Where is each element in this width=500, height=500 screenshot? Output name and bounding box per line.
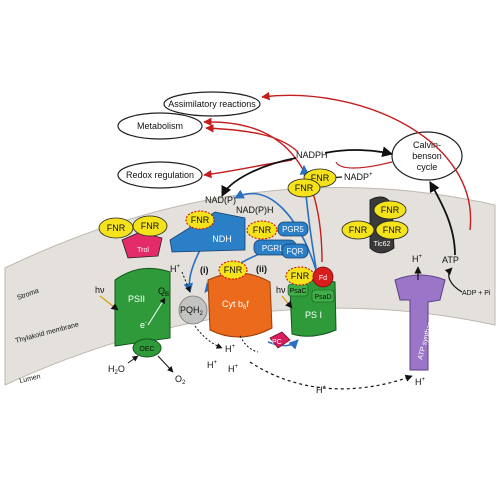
fnr-tic62-2 <box>341 220 375 240</box>
redox-text: Redox regulation <box>126 170 194 180</box>
fnr-pgr5-text: FNR <box>253 225 272 235</box>
hv-psi-arrow <box>281 295 293 309</box>
redox-bubble <box>117 161 203 189</box>
pc-protein <box>269 331 291 349</box>
hv-psii-arrow <box>99 295 119 311</box>
h-lumen-1: H+ <box>225 344 236 354</box>
lumen-label: Lumen <box>19 373 42 385</box>
nadp-p-plus-label: NAD(P)+ <box>205 195 240 205</box>
arrow-nadph-calvin <box>324 146 394 158</box>
water-arrow <box>127 355 139 364</box>
metabolism-bubble <box>117 112 203 140</box>
fnr-cyt <box>218 260 248 280</box>
psi-text: PS I <box>305 310 322 320</box>
calvin-text-1: Calvin- <box>413 140 441 150</box>
fnr-tic62-1-text: FNR <box>381 205 400 215</box>
qb-label: QB <box>158 286 169 298</box>
fnr-trol-right <box>132 215 168 237</box>
arrow-red-assimilatory <box>261 91 472 231</box>
arrow-blue-fd-nadph <box>299 165 317 269</box>
cyclic-i-label: (i) <box>200 265 209 275</box>
nadp-plus-label: NADP+ <box>344 172 373 182</box>
hv-psii: hν <box>95 285 105 295</box>
h-pqh2-top: H+ <box>170 264 181 274</box>
psad-text: PsaD <box>314 294 331 301</box>
fnr-trol-left-text: FNR <box>107 223 126 233</box>
h-lumen-4: H+ <box>316 385 327 395</box>
pqh2-text: PQH2 <box>180 305 204 317</box>
adp-atp-arrow <box>444 267 463 293</box>
fnr-tic62-1 <box>373 200 407 220</box>
h-atp-top: H+ <box>412 254 423 264</box>
pgr5-text: PGR5 <box>282 225 304 234</box>
arrow-red-metabolism <box>203 117 323 263</box>
arrow-atp-calvin <box>429 181 456 256</box>
psad <box>311 289 335 303</box>
h-atp-bottom: H+ <box>415 377 426 387</box>
h-lumen-3: H+ <box>228 364 239 374</box>
ndh-text: NDH <box>212 234 232 244</box>
arrow-blue-ps1 <box>267 339 299 350</box>
fnr-stack-1-text: FNR <box>311 173 330 183</box>
fnr-pgr5 <box>246 220 278 240</box>
arrow-blue-fd-up <box>234 189 317 271</box>
h2o-label: H2O <box>108 364 125 376</box>
fnr-tic62-2-text: FNR <box>349 225 368 235</box>
fnr-ndh <box>185 210 215 230</box>
cyt-text: Cyt b6f <box>222 299 249 311</box>
fnr-ndh-text: FNR <box>191 215 210 225</box>
h-lumen-arrow-1 <box>194 325 223 349</box>
nadph-label: NADPH <box>296 150 328 160</box>
h-pqh2-arrow <box>181 271 191 293</box>
o2-label: O2 <box>175 374 186 386</box>
trol-protein <box>121 231 163 259</box>
o2-arrow <box>157 355 174 373</box>
arrow-red-nadph-metabolism <box>205 124 299 153</box>
fd-protein <box>312 266 334 288</box>
fnr-tic62-3-text: FNR <box>383 225 402 235</box>
fnr-trol-right-text: FNR <box>141 221 160 231</box>
oec <box>132 338 162 358</box>
psii-text: PSII <box>128 294 145 304</box>
tic62-text: Tic62 <box>374 241 391 248</box>
h-lumen-2: H+ <box>207 360 218 370</box>
hv-psi: hν <box>276 285 286 295</box>
pc-text: PC <box>272 339 282 346</box>
fqr-text: FQR <box>287 247 304 256</box>
oec-text: OEC <box>139 346 154 353</box>
psii-complex <box>114 267 171 347</box>
assimilatory-bubble <box>163 91 261 117</box>
fnr-stack-2-text: FNR <box>295 183 314 193</box>
atp-label: ATP <box>442 255 459 265</box>
h-lumen-to-atp <box>249 361 413 390</box>
electron-arrow <box>147 297 166 326</box>
trol-text: Trol <box>137 247 149 254</box>
pgr5-protein <box>277 221 309 237</box>
fnr-stack-2 <box>287 178 321 198</box>
fqr-protein <box>281 243 309 259</box>
pqh2-pool <box>178 295 208 325</box>
atp-synthase <box>394 274 446 371</box>
arrow-nadph-ndh <box>221 157 297 197</box>
nadp-p-h-label: NAD(P)H <box>236 205 274 215</box>
pgrl1-text: PGRL1 <box>262 244 289 253</box>
arrow-red-calvin <box>335 161 393 169</box>
fnr-tic62-3 <box>375 220 409 240</box>
fd-text: Fd <box>319 275 327 282</box>
metabolism-text: Metabolism <box>137 121 183 131</box>
adp-pi-label: ADP + Pi <box>462 290 491 297</box>
calvin-text-2: benson <box>412 151 442 161</box>
assimilatory-text: Assimilatory reactions <box>168 99 256 109</box>
h-lumen-arrow-2 <box>239 335 259 353</box>
electron-label: e- <box>140 320 147 330</box>
psac-text: PsaC <box>289 288 306 295</box>
calvin-text-3: cycle <box>417 162 438 172</box>
fnr-cyt-text: FNR <box>224 265 243 275</box>
cyclic-ii-label: (ii) <box>256 264 267 274</box>
fnr-psi-text: FNR <box>291 271 310 281</box>
